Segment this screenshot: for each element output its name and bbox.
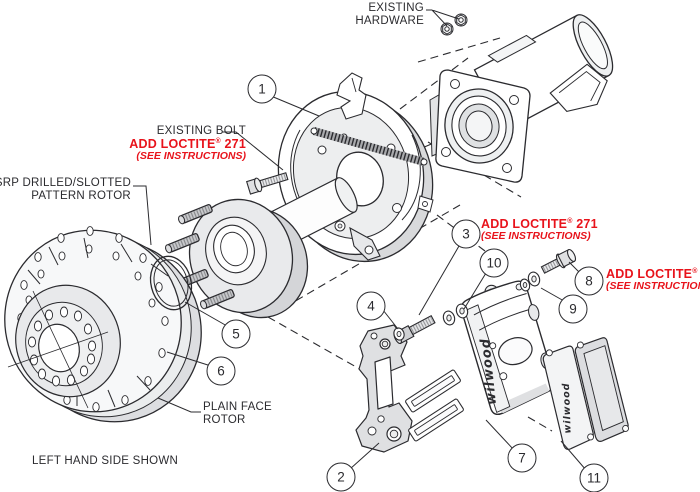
label-loctite-center: ADD LOCTITE® 271(SEE INSTRUCTIONS) — [481, 218, 598, 242]
existing-bolt — [245, 172, 289, 195]
label-line: LEFT HAND SIDE SHOWN — [32, 455, 178, 467]
rotor-bolt-holes — [27, 306, 97, 387]
item-balloon-2: 2 — [326, 462, 356, 492]
label-loctite-right: ADD LOCTITE® 271(SEE INSTRUCTIONS) — [606, 268, 700, 292]
item-balloon-3: 3 — [451, 219, 481, 249]
caliper-bracket — [355, 324, 413, 453]
caliper: wilwood — [460, 280, 556, 416]
item-balloon-8: 8 — [574, 266, 604, 296]
item-balloon-1: 1 — [247, 74, 277, 104]
pad-logo-text: wilwood — [561, 382, 574, 433]
caliper-logo-text: wilwood — [478, 337, 500, 405]
rotor-centerlines — [7, 290, 109, 409]
label-line: EXISTING BOLT — [156, 125, 246, 137]
label-line: ROTOR — [203, 414, 246, 426]
existing-hardware-nuts — [440, 13, 468, 36]
brake-pads: wilwood — [542, 337, 630, 450]
label-line: SRP DRILLED/SLOTTED — [0, 177, 131, 189]
washers-item9 — [519, 271, 541, 292]
label-line: (SEE INSTRUCTIONS) — [136, 150, 246, 162]
rotor — [4, 226, 202, 423]
label-line: EXISTING — [368, 2, 424, 14]
shim-plates — [405, 369, 464, 442]
label-line: ADD LOCTITE® 271 — [129, 137, 246, 151]
label-line: HARDWARE — [355, 15, 424, 27]
item-balloon-4: 4 — [356, 291, 386, 321]
item-balloon-10: 10 — [479, 248, 509, 278]
label-line: PLAIN FACE — [203, 401, 272, 413]
item-balloon-6: 6 — [206, 356, 236, 386]
leader-lines — [133, 9, 587, 471]
label-line: (SEE INSTRUCTIONS) — [606, 280, 700, 292]
hex-bolt-item8 — [540, 248, 577, 274]
label-line: PATTERN ROTOR — [31, 190, 131, 202]
fasteners — [245, 172, 577, 345]
item-balloon-5: 5 — [221, 319, 251, 349]
o-ring — [149, 255, 193, 311]
axle-flange — [429, 69, 531, 183]
item-balloon-11: 11 — [579, 463, 609, 492]
item-balloon-9: 9 — [558, 294, 588, 324]
label-line: ADD LOCTITE® 271 — [606, 267, 698, 281]
item-balloon-7: 7 — [507, 443, 537, 473]
label-line: ADD LOCTITE® 271 — [481, 217, 598, 231]
label-line: (SEE INSTRUCTIONS) — [481, 230, 591, 242]
label-left-hand-side: LEFT HAND SIDE SHOWN — [32, 455, 178, 468]
